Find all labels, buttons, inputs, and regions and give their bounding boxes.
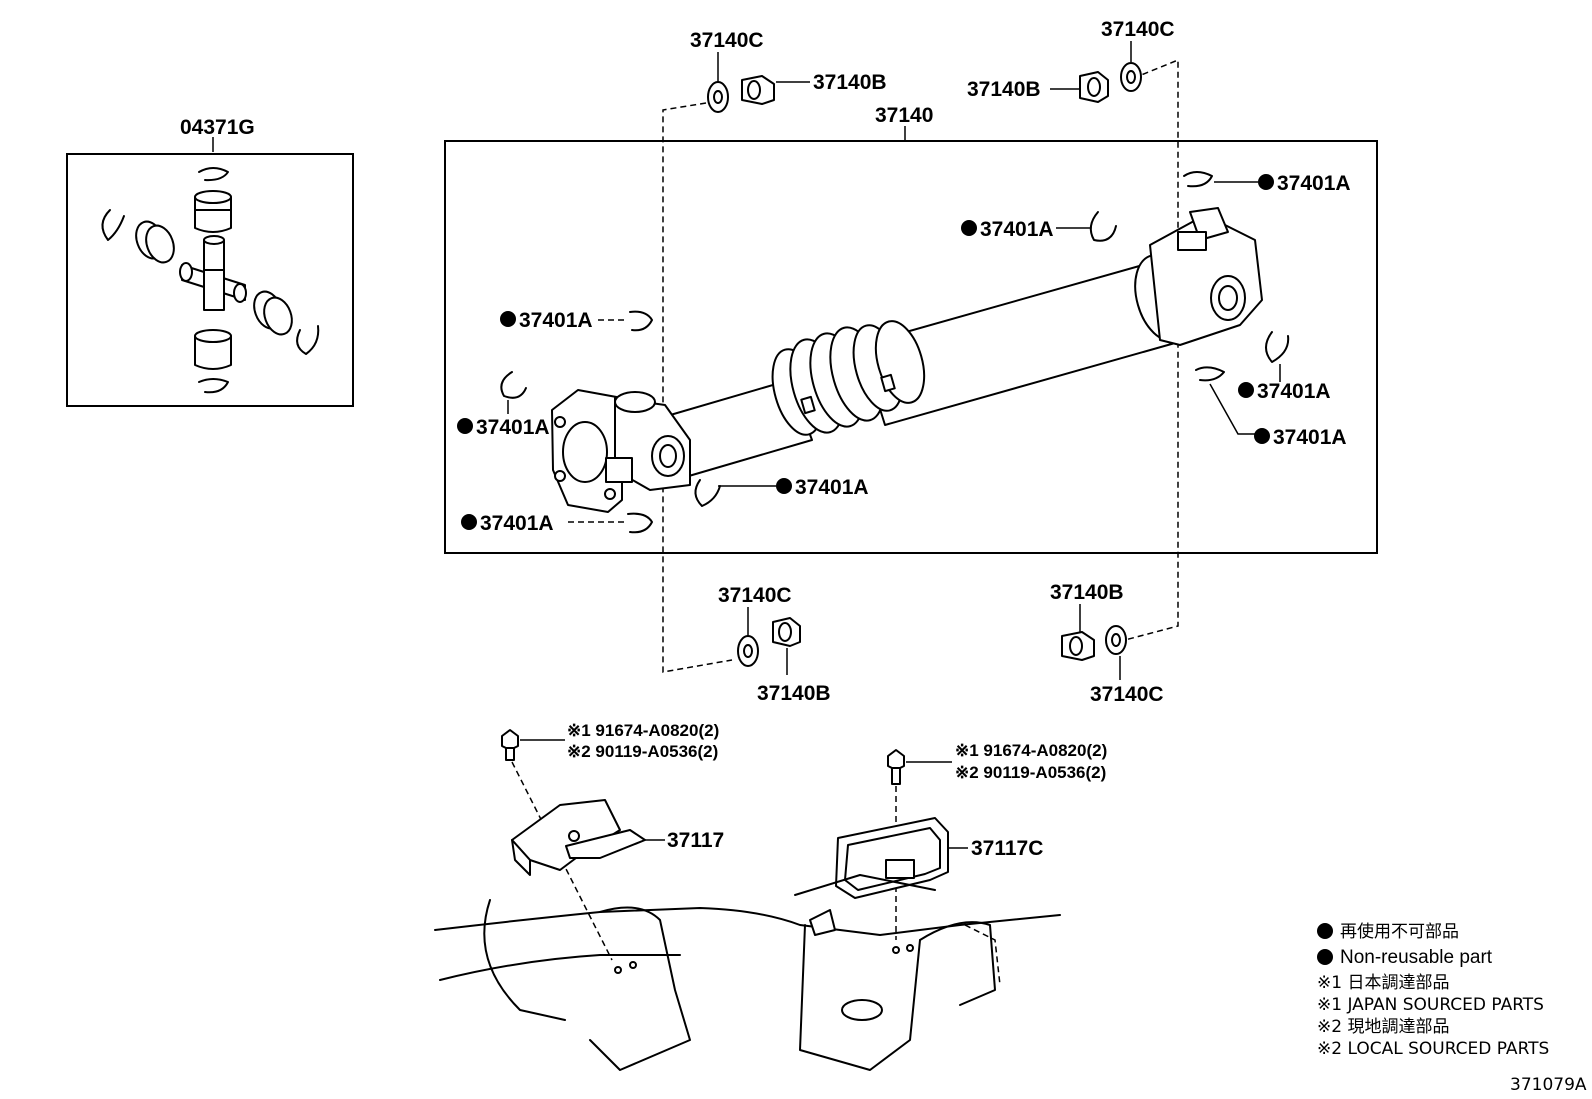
cover-37117C[interactable]: 37117C: [835, 817, 1043, 899]
washer-top-left[interactable]: 37140C: [690, 29, 764, 113]
non-reusable-dot-icon: [500, 311, 516, 327]
snap-ring-label[interactable]: 37401A: [980, 218, 1054, 241]
snap-ring-right-lower[interactable]: 37401A: [1195, 366, 1347, 449]
nut-top-right[interactable]: 37140B: [967, 71, 1109, 103]
snap-ring-upper-middle[interactable]: 37401A: [961, 211, 1117, 242]
washer-top-right-label[interactable]: 37140C: [1101, 18, 1175, 41]
snap-ring-right-top[interactable]: 37401A: [1183, 171, 1351, 195]
washer-bottom-left-label[interactable]: 37140C: [718, 584, 792, 607]
vehicle-frame-illustration: [434, 874, 1061, 1071]
washer-bottom-right[interactable]: 37140C: [1090, 625, 1164, 706]
bolt-icon: [501, 729, 519, 751]
nut-top-left-label[interactable]: 37140B: [813, 71, 887, 94]
non-reusable-dot-icon: [1254, 428, 1270, 444]
cross-kit-box: [66, 153, 354, 407]
cross-kit-label[interactable]: 04371G: [180, 116, 255, 139]
snap-ring-label[interactable]: 37401A: [1273, 426, 1347, 449]
washer-bottom-right-label[interactable]: 37140C: [1090, 683, 1164, 706]
shaft-assembly-label[interactable]: 37140: [875, 104, 933, 127]
shaft-assembly-box: [444, 140, 1378, 554]
snap-ring-label[interactable]: 37401A: [519, 309, 593, 332]
snap-ring-icon: [1195, 366, 1225, 382]
bracket-37117[interactable]: 37117: [511, 799, 724, 876]
non-reusable-dot-icon: [1258, 174, 1274, 190]
washer-bottom-left[interactable]: 37140C: [718, 584, 792, 667]
nut-bottom-right[interactable]: 37140B: [1050, 581, 1124, 661]
non-reusable-dot-icon: [1317, 949, 1333, 965]
snap-ring-icon: [1089, 211, 1117, 242]
non-reusable-dot-icon: [776, 478, 792, 494]
legend-local-sourced-en: ※2 LOCAL SOURCED PARTS: [1317, 1039, 1549, 1059]
cross-kit-illustration: [101, 167, 320, 394]
snap-ring-icon: [629, 310, 653, 332]
snap-ring-label[interactable]: 37401A: [476, 416, 550, 439]
bracket-label[interactable]: 37117: [667, 829, 724, 852]
legend-non-reusable-ja: 再使用不可部品: [1340, 921, 1459, 942]
nut-top-left[interactable]: 37140B: [741, 71, 887, 105]
non-reusable-dot-icon: [1238, 382, 1254, 398]
shaft-assembly-group[interactable]: 37140: [444, 104, 1378, 554]
legend-japan-sourced-en: ※1 JAPAN SOURCED PARTS: [1317, 995, 1544, 1015]
legend-non-reusable-en: Non-reusable part: [1340, 947, 1493, 968]
snap-ring-left-middle[interactable]: 37401A: [457, 371, 550, 439]
washer-top-left-label[interactable]: 37140C: [690, 29, 764, 52]
snap-ring-label[interactable]: 37401A: [795, 476, 869, 499]
legend-local-sourced-ja: ※2 現地調達部品: [1317, 1017, 1449, 1037]
snap-ring-label[interactable]: 37401A: [480, 512, 554, 535]
snap-ring-label[interactable]: 37401A: [1257, 380, 1331, 403]
snap-ring-icon: [694, 479, 721, 507]
legend: 再使用不可部品 Non-reusable part ※1 日本調達部品 ※1 J…: [1317, 921, 1549, 1059]
non-reusable-dot-icon: [961, 220, 977, 236]
cover-icon: [835, 817, 949, 899]
bolt-left-note-2[interactable]: ※2 90119-A0536(2): [567, 742, 718, 761]
snap-ring-right-middle[interactable]: 37401A: [1238, 331, 1331, 403]
bolt-icon: [887, 749, 905, 771]
snap-ring-icon: [500, 371, 527, 399]
snap-ring-label[interactable]: 37401A: [1277, 172, 1351, 195]
nut-top-right-label[interactable]: 37140B: [967, 78, 1041, 101]
propeller-shaft-illustration: [551, 207, 1263, 513]
snap-ring-icon: [627, 512, 653, 534]
cover-label[interactable]: 37117C: [971, 837, 1043, 860]
bolt-left[interactable]: ※1 91674-A0820(2) ※2 90119-A0536(2): [501, 721, 719, 961]
legend-japan-sourced-ja: ※1 日本調達部品: [1317, 973, 1449, 993]
nut-bottom-left-label[interactable]: 37140B: [757, 682, 831, 705]
non-reusable-dot-icon: [1317, 923, 1333, 939]
non-reusable-dot-icon: [461, 514, 477, 530]
nut-bottom-left[interactable]: 37140B: [757, 617, 831, 705]
bolt-right-note-2[interactable]: ※2 90119-A0536(2): [955, 763, 1106, 782]
figure-id: 371079A: [1510, 1075, 1587, 1095]
washer-top-right[interactable]: 37140C: [1101, 18, 1175, 92]
bolt-left-note-1[interactable]: ※1 91674-A0820(2): [567, 721, 719, 740]
bolt-right[interactable]: ※1 91674-A0820(2) ※2 90119-A0536(2): [887, 741, 1107, 940]
bolt-right-note-1[interactable]: ※1 91674-A0820(2): [955, 741, 1107, 760]
snap-ring-icon: [1265, 331, 1290, 363]
snap-ring-icon: [1183, 171, 1213, 188]
non-reusable-dot-icon: [457, 418, 473, 434]
cross-kit-group[interactable]: 04371G: [66, 116, 354, 407]
snap-ring-left-lower[interactable]: 37401A: [461, 512, 653, 535]
snap-ring-left-upper[interactable]: 37401A: [500, 309, 653, 332]
snap-ring-center-lower[interactable]: 37401A: [694, 476, 869, 507]
nut-bottom-right-label[interactable]: 37140B: [1050, 581, 1124, 604]
